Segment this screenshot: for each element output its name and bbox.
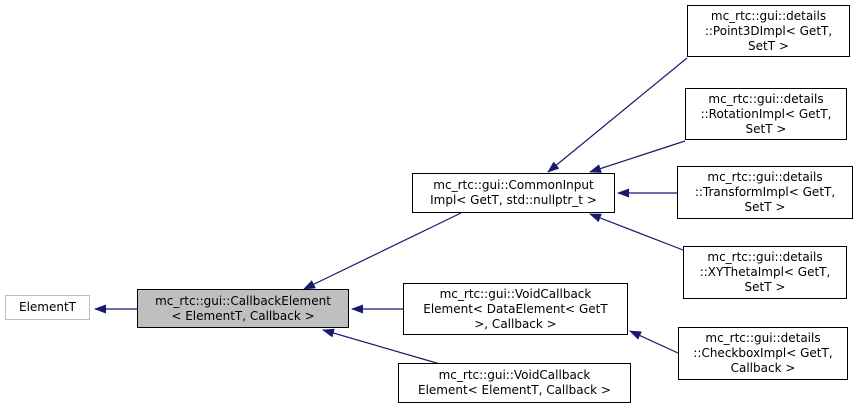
edge-commoninput-to-callbackelement bbox=[303, 212, 462, 290]
node-void-callback-element-elementt[interactable]: mc_rtc::gui::VoidCallback Element< Eleme… bbox=[398, 363, 631, 403]
edge-rotation-to-commoninput bbox=[589, 140, 686, 173]
node-xytheta-impl[interactable]: mc_rtc::gui::details ::XYThetaImpl< GetT… bbox=[683, 246, 847, 299]
node-void-callback-element-dataelement[interactable]: mc_rtc::gui::VoidCallback Element< DataE… bbox=[403, 283, 628, 335]
node-common-input-impl[interactable]: mc_rtc::gui::CommonInput Impl< GetT, std… bbox=[412, 173, 615, 213]
node-elementt: ElementT bbox=[5, 295, 90, 320]
edge-voidcallbackelement-to-callbackelement bbox=[322, 328, 441, 365]
edge-point3d-to-commoninput bbox=[547, 57, 688, 173]
node-checkbox-impl[interactable]: mc_rtc::gui::details ::CheckboxImpl< Get… bbox=[678, 327, 848, 380]
edge-checkbox-to-voidcallbackdata bbox=[629, 330, 679, 354]
node-point3d-impl[interactable]: mc_rtc::gui::details ::Point3DImpl< GetT… bbox=[687, 5, 850, 57]
node-rotation-impl[interactable]: mc_rtc::gui::details ::RotationImpl< Get… bbox=[685, 88, 847, 140]
node-callback-element: mc_rtc::gui::CallbackElement < ElementT,… bbox=[137, 289, 349, 328]
edge-xytheta-to-commoninput bbox=[589, 213, 684, 251]
node-transform-impl[interactable]: mc_rtc::gui::details ::TransformImpl< Ge… bbox=[677, 166, 853, 219]
